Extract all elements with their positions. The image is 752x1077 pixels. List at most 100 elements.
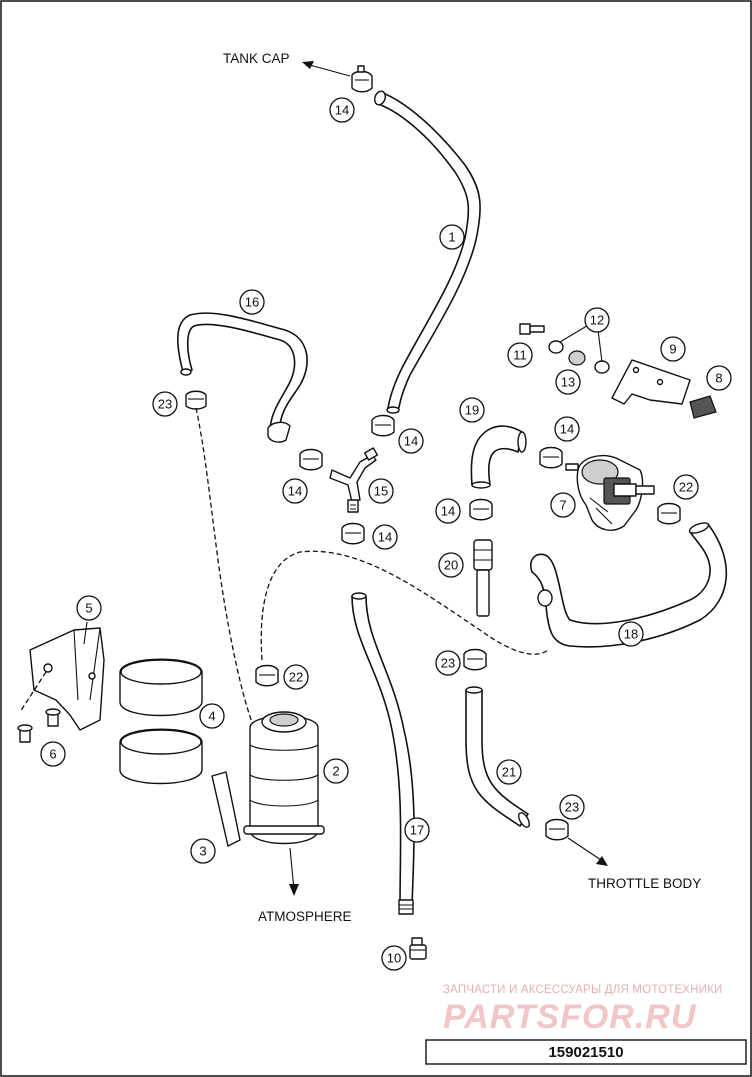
svg-text:13: 13 bbox=[561, 375, 575, 390]
callout-14-a: 14 bbox=[329, 97, 355, 123]
callout-22-b: 22 bbox=[283, 664, 309, 690]
callout-19: 19 bbox=[459, 397, 485, 423]
straps-4 bbox=[119, 658, 203, 785]
svg-text:14: 14 bbox=[288, 484, 302, 499]
clamp-23-left bbox=[185, 390, 207, 410]
canister-2 bbox=[243, 711, 325, 896]
svg-text:14: 14 bbox=[560, 422, 574, 437]
svg-text:14: 14 bbox=[441, 504, 455, 519]
label-throttle-body: THROTTLE BODY bbox=[588, 876, 701, 891]
callout-9: 9 bbox=[660, 336, 686, 362]
document-number-box bbox=[425, 1039, 747, 1065]
svg-text:19: 19 bbox=[465, 403, 479, 418]
grommet-13 bbox=[568, 350, 586, 366]
callout-3: 3 bbox=[190, 838, 216, 864]
svg-text:12: 12 bbox=[590, 313, 604, 328]
callout-4: 4 bbox=[199, 703, 225, 729]
callout-1: 1 bbox=[439, 224, 465, 250]
hose-21 bbox=[465, 686, 530, 828]
callout-7: 7 bbox=[550, 492, 576, 518]
clamp-14-mid bbox=[371, 414, 395, 437]
tee-fitting-15 bbox=[329, 447, 379, 513]
svg-text:3: 3 bbox=[199, 844, 206, 859]
callout-17: 17 bbox=[404, 817, 430, 843]
hose-17 bbox=[351, 592, 415, 915]
throttle-arrow bbox=[567, 837, 605, 863]
svg-text:23: 23 bbox=[158, 397, 172, 412]
leader-12 bbox=[559, 323, 603, 363]
clamp-14-right-lower bbox=[469, 498, 493, 521]
callout-16: 16 bbox=[239, 289, 265, 315]
svg-text:22: 22 bbox=[289, 670, 303, 685]
callout-23-a: 23 bbox=[152, 391, 178, 417]
svg-text:1: 1 bbox=[448, 230, 455, 245]
clamp-14-left bbox=[299, 448, 323, 471]
svg-text:14: 14 bbox=[404, 434, 418, 449]
callout-23-b: 23 bbox=[435, 650, 461, 676]
svg-text:14: 14 bbox=[335, 103, 349, 118]
callout-20: 20 bbox=[438, 552, 464, 578]
callout-6: 6 bbox=[40, 741, 66, 767]
svg-text:9: 9 bbox=[669, 342, 676, 357]
svg-text:23: 23 bbox=[565, 800, 579, 815]
watermark-logo: PARTSFOR.RU bbox=[443, 998, 697, 1036]
callout-14-b: 14 bbox=[398, 428, 424, 454]
document-number: 159021510 bbox=[548, 1044, 623, 1061]
hose-19 bbox=[470, 425, 527, 489]
clamp-23-mid bbox=[463, 648, 487, 671]
callout-2: 2 bbox=[323, 758, 349, 784]
svg-text:18: 18 bbox=[624, 627, 638, 642]
callout-13: 13 bbox=[555, 369, 581, 395]
callout-18: 18 bbox=[618, 621, 644, 647]
clamp-22-right bbox=[657, 502, 681, 525]
callout-12: 12 bbox=[584, 307, 610, 333]
callout-14-e: 14 bbox=[554, 416, 580, 442]
callout-11: 11 bbox=[507, 342, 533, 368]
fitting-20 bbox=[473, 539, 493, 617]
hose-16 bbox=[176, 312, 308, 443]
bolts-6 bbox=[17, 708, 61, 743]
clamp-14-lower bbox=[341, 522, 365, 545]
callout-23-c: 23 bbox=[559, 794, 585, 820]
svg-text:11: 11 bbox=[513, 348, 527, 363]
svg-text:20: 20 bbox=[444, 558, 458, 573]
label-tank-cap: TANK CAP bbox=[223, 51, 290, 66]
clip-8 bbox=[689, 395, 717, 419]
callout-8: 8 bbox=[706, 365, 732, 391]
leader-5 bbox=[83, 621, 88, 645]
svg-text:10: 10 bbox=[387, 951, 401, 966]
svg-text:5: 5 bbox=[85, 601, 92, 616]
purge-valve-7 bbox=[565, 454, 655, 531]
clamp-23-lower bbox=[545, 818, 569, 841]
bracket-9 bbox=[611, 359, 691, 405]
plate-3 bbox=[211, 771, 241, 847]
callout-15: 15 bbox=[368, 478, 394, 504]
clamp-22-left bbox=[255, 664, 279, 687]
clamp-14-right bbox=[539, 446, 563, 469]
bolt-11 bbox=[519, 323, 545, 335]
label-atmosphere: ATMOSPHERE bbox=[258, 909, 352, 924]
throttle-arrowhead bbox=[596, 856, 608, 866]
svg-text:23: 23 bbox=[441, 656, 455, 671]
svg-text:14: 14 bbox=[378, 530, 392, 545]
svg-text:6: 6 bbox=[49, 747, 56, 762]
bracket-5 bbox=[19, 627, 105, 731]
svg-text:15: 15 bbox=[374, 484, 388, 499]
svg-text:21: 21 bbox=[502, 765, 516, 780]
svg-text:8: 8 bbox=[715, 371, 722, 386]
callout-22-a: 22 bbox=[673, 474, 699, 500]
vent-line-dashed bbox=[195, 407, 253, 723]
clamp-14-top bbox=[351, 65, 373, 93]
fitting-10 bbox=[409, 937, 427, 960]
tank-cap-arrowhead bbox=[302, 61, 314, 69]
callout-10: 10 bbox=[381, 945, 407, 971]
svg-text:7: 7 bbox=[559, 498, 566, 513]
callout-21: 21 bbox=[496, 759, 522, 785]
hose-18 bbox=[530, 522, 727, 648]
svg-text:2: 2 bbox=[332, 764, 339, 779]
svg-text:4: 4 bbox=[208, 709, 215, 724]
